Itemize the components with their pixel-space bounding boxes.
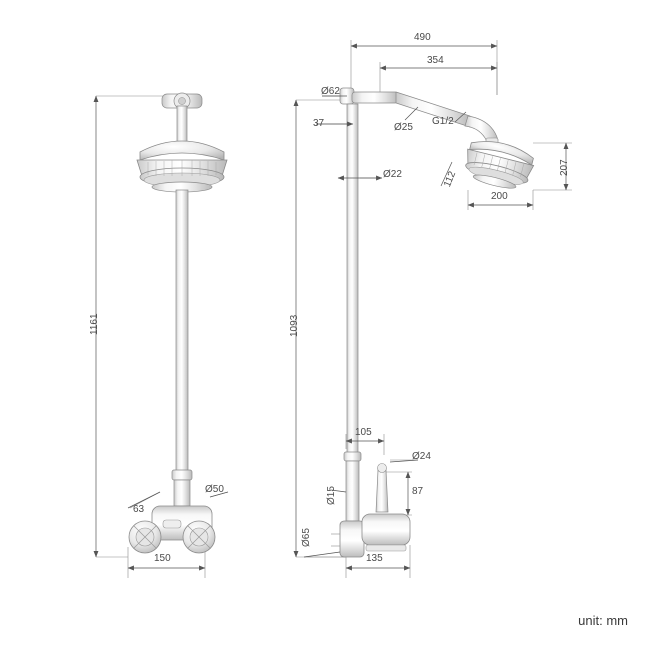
dim-side-riser-dia: Ø22: [383, 169, 402, 180]
dim-side-total-height: 1093: [289, 314, 300, 337]
dim-side-head-height: 207: [559, 159, 570, 176]
dim-side-head-dia: 200: [491, 191, 508, 202]
dim-front-handle-dia: Ø50: [205, 484, 224, 495]
dim-side-arm-dia: Ø25: [394, 122, 413, 133]
dim-side-arm-inner: 354: [427, 55, 444, 66]
dim-side-handle-dia: Ø24: [412, 451, 431, 462]
dim-side-thread: G1/2: [432, 116, 454, 127]
dim-side-base-dia: Ø65: [301, 528, 312, 547]
dimension-lines: [93, 43, 569, 571]
front-view-shower: [128, 92, 228, 554]
side-view-shower: [339, 87, 535, 558]
dim-side-inlet-dia: Ø15: [326, 486, 337, 505]
dim-side-base-depth: 135: [366, 553, 383, 564]
dim-side-riser-top-dia: Ø62: [321, 86, 340, 97]
dim-front-base-width: 150: [154, 553, 171, 564]
dim-side-arm-total: 490: [414, 32, 431, 43]
dim-side-offset-37: 37: [313, 118, 325, 129]
unit-note: unit: mm: [578, 613, 628, 628]
dim-side-valve-offset: 105: [355, 427, 372, 438]
dim-front-valve-small: 63: [133, 504, 145, 515]
dim-side-handle-height: 87: [412, 486, 424, 497]
dim-front-total-height: 1161: [89, 313, 100, 335]
